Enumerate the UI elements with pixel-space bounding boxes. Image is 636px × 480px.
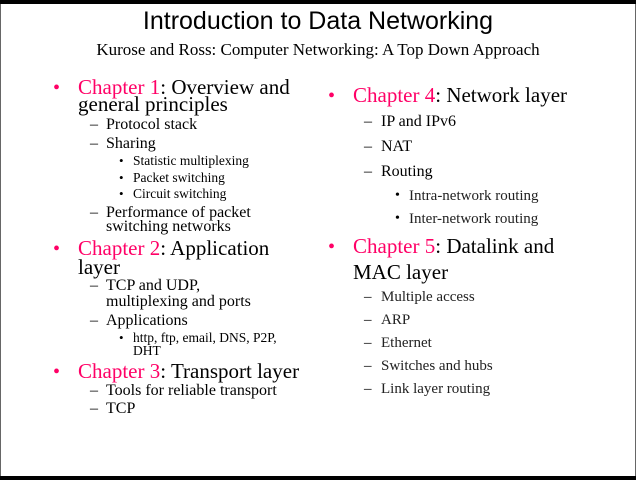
- list-item: NAT: [381, 138, 413, 155]
- bullet-icon: •: [395, 211, 400, 226]
- chapter-title: : Network layer: [435, 83, 568, 107]
- bullet-icon: •: [328, 85, 336, 107]
- chapter-label: Chapter 5: [353, 234, 436, 258]
- dash-icon: –: [364, 138, 372, 155]
- dash-icon: –: [90, 116, 98, 133]
- slide-title: Introduction to Data Networking: [142, 7, 494, 35]
- list-item: Multiple access: [381, 289, 475, 305]
- list-item: Applications: [106, 312, 188, 329]
- bullet-icon: •: [119, 153, 124, 168]
- list-item: Performance of packet: [106, 204, 251, 221]
- list-item: Circuit switching: [133, 186, 227, 201]
- dash-icon: –: [364, 358, 372, 374]
- dash-icon: –: [90, 312, 98, 329]
- chapter-5-heading-cont: MAC layer: [353, 260, 449, 284]
- dash-icon: –: [364, 163, 372, 180]
- chapter-label: Chapter 1: [78, 75, 161, 99]
- list-item-cont: switching networks: [106, 218, 231, 235]
- list-item: Inter-network routing: [409, 211, 539, 227]
- chapter-2-heading-cont: layer: [78, 255, 120, 279]
- bullet-icon: •: [53, 238, 61, 260]
- list-item: IP and IPv6: [381, 113, 456, 130]
- bullet-icon: •: [119, 186, 124, 201]
- chapter-2-heading: Chapter 2: Application: [78, 238, 269, 259]
- list-item: Intra-network routing: [409, 188, 539, 204]
- list-item-cont: multiplexing and ports: [106, 293, 251, 310]
- list-item: Statistic multiplexing: [133, 153, 249, 168]
- slide: [0, 4, 636, 476]
- dash-icon: –: [364, 289, 372, 305]
- chapter-title: : Application: [160, 236, 270, 260]
- bullet-icon: •: [328, 236, 336, 258]
- list-item: Protocol stack: [106, 116, 198, 133]
- list-item-cont: DHT: [133, 343, 161, 358]
- list-item: Routing: [381, 163, 433, 180]
- dash-icon: –: [90, 135, 98, 152]
- dash-icon: –: [364, 335, 372, 351]
- dash-icon: –: [364, 312, 372, 328]
- chapter-5-heading: Chapter 5: Datalink and: [353, 236, 554, 257]
- chapter-3-heading: Chapter 3: Transport layer: [78, 361, 299, 382]
- chapter-label: Chapter 3: [78, 359, 161, 383]
- list-item: ARP: [381, 312, 411, 328]
- bullet-icon: •: [53, 361, 61, 383]
- bullet-icon: •: [53, 77, 61, 99]
- dash-icon: –: [90, 382, 98, 399]
- chapter-1-heading-cont: general principles: [78, 92, 228, 116]
- bullet-icon: •: [119, 330, 124, 345]
- list-item: http, ftp, email, DNS, P2P,: [133, 330, 277, 345]
- list-item: Tools for reliable transport: [106, 382, 277, 399]
- chapter-1-heading: Chapter 1: Overview and: [78, 77, 290, 98]
- list-item: Switches and hubs: [381, 358, 493, 374]
- list-item: Packet switching: [133, 170, 225, 185]
- dash-icon: –: [90, 400, 98, 417]
- slide-subtitle: Kurose and Ross: Computer Networking: A …: [96, 40, 540, 59]
- list-item: TCP: [106, 400, 136, 417]
- dash-icon: –: [364, 113, 372, 130]
- dash-icon: –: [364, 381, 372, 397]
- list-item: TCP and UDP,: [106, 277, 201, 294]
- dash-icon: –: [90, 277, 98, 294]
- chapter-title: : Datalink and: [435, 234, 555, 258]
- list-item: Sharing: [106, 135, 156, 152]
- list-item: Ethernet: [381, 335, 432, 351]
- bullet-icon: •: [119, 170, 124, 185]
- chapter-title: : Overview and: [160, 75, 290, 99]
- chapter-label: Chapter 4: [353, 83, 436, 107]
- dash-icon: –: [90, 204, 98, 221]
- list-item: Link layer routing: [381, 381, 491, 397]
- chapter-label: Chapter 2: [78, 236, 161, 260]
- bullet-icon: •: [395, 188, 400, 203]
- chapter-4-heading: Chapter 4: Network layer: [353, 85, 567, 106]
- chapter-title: : Transport layer: [160, 359, 300, 383]
